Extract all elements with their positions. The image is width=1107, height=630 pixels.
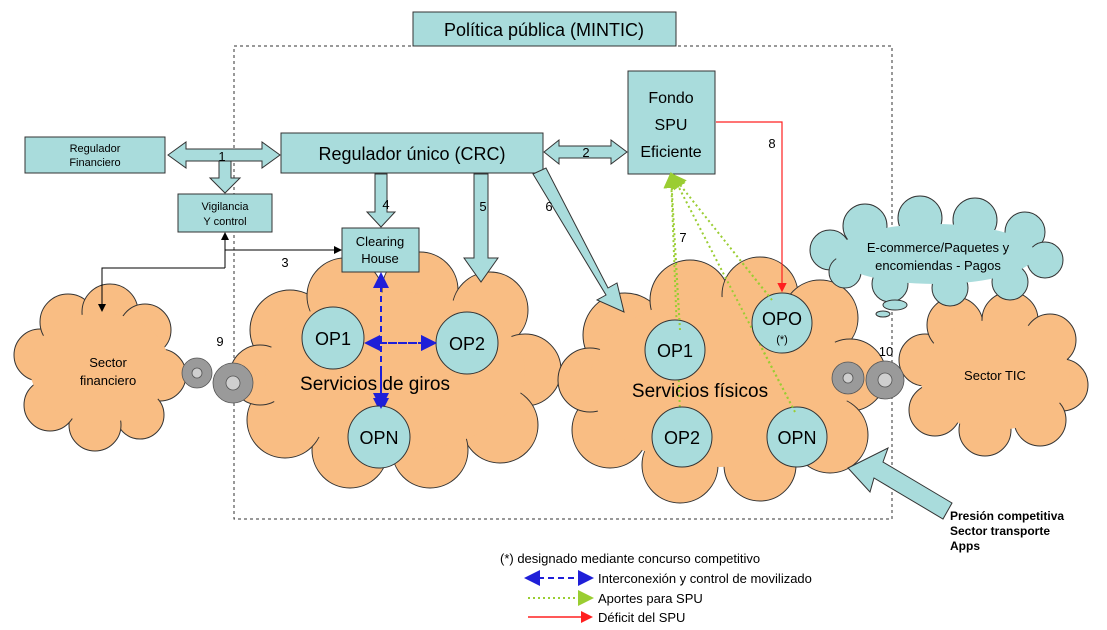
edge-number-10: 10 — [879, 344, 893, 359]
legend-label-interconexion: Interconexión y control de movilizado — [598, 571, 812, 586]
arrow-1-down — [208, 160, 242, 194]
clearing-label-2: House — [361, 251, 399, 266]
vigilancia-label-1: Vigilancia — [202, 201, 250, 213]
edge-number-9: 9 — [216, 334, 223, 349]
fisicos-opo-label: OPO — [762, 309, 802, 329]
vigilancia-label-2: Y control — [203, 216, 246, 228]
edge-number-2: 2 — [582, 145, 589, 160]
arrow-2 — [543, 138, 628, 166]
giros-op1-circle — [301, 306, 365, 370]
fisicos-opo-circle — [751, 292, 813, 354]
giros-label: Servicios de giros — [300, 374, 450, 395]
sector-tic-label: Sector TIC — [964, 368, 1026, 383]
regulador-financiero-label-1: Regulador — [70, 143, 121, 155]
sector-financiero-label-1: Sector — [89, 355, 127, 370]
legend-label-deficit: Déficit del SPU — [598, 610, 685, 625]
deficit-line — [716, 121, 787, 293]
aporte-op2 — [663, 172, 681, 413]
sector-financiero-label-2: financiero — [80, 373, 136, 388]
fondo-label-3: Eficiente — [640, 144, 701, 161]
fondo-label-2: SPU — [655, 117, 688, 134]
giros-opn-label: OPN — [359, 428, 398, 448]
ecommerce-label-2: encomiendas - Pagos — [875, 258, 1001, 273]
fisicos-op1-circle — [644, 319, 706, 381]
giros-op2-label: OP2 — [449, 334, 485, 354]
policy-title: Política pública (MINTIC) — [444, 20, 644, 40]
edge-number-7: 7 — [679, 230, 686, 245]
regulador-financiero-box — [24, 136, 166, 174]
arrow-4 — [365, 173, 397, 228]
pressure-label-2: Sector transporte — [950, 524, 1050, 538]
edge-number-8: 8 — [768, 136, 775, 151]
gear-icon — [831, 360, 905, 400]
policy-title-box — [412, 11, 677, 47]
edge-number-6: 6 — [545, 199, 552, 214]
arrow-6 — [532, 167, 625, 313]
fisicos-label: Servicios físicos — [632, 381, 768, 402]
clearing-box — [341, 227, 420, 273]
edge-number-3: 3 — [281, 255, 288, 270]
regulador-unico-box — [280, 132, 544, 174]
regulador-unico-label: Regulador único (CRC) — [318, 144, 505, 164]
fisicos-op2-label: OP2 — [664, 428, 700, 448]
cloud-sector-financiero — [13, 283, 187, 452]
legend-label-aportes: Aportes para SPU — [598, 591, 703, 606]
connector-vig-financiero — [98, 267, 225, 312]
edge-number-1: 1 — [218, 149, 225, 164]
clearing-label-1: Clearing — [356, 234, 404, 249]
fondo-box — [627, 70, 716, 175]
regulador-financiero-label-2: Financiero — [69, 157, 120, 169]
legend-note: (*) designado mediante concurso competit… — [500, 551, 760, 566]
pressure-arrow — [847, 446, 953, 520]
giros-op1-label: OP1 — [315, 329, 351, 349]
fisicos-opn-circle — [766, 406, 828, 468]
fondo-label-1: Fondo — [648, 90, 693, 107]
fisicos-op1-label: OP1 — [657, 341, 693, 361]
fisicos-opo-note: (*) — [776, 334, 788, 346]
aporte-opn — [671, 172, 796, 413]
ecommerce-label-1: E-commerce/Paquetes y — [867, 240, 1010, 255]
fisicos-opn-label: OPN — [777, 428, 816, 448]
cloud-ecommerce — [809, 195, 1064, 318]
edge-number-5: 5 — [479, 199, 486, 214]
pressure-label-1: Presión competitiva — [950, 509, 1064, 523]
arrow-1 — [167, 141, 281, 169]
vigilancia-box — [177, 193, 273, 233]
cloud-sector-tic — [898, 291, 1089, 457]
edge-number-4: 4 — [382, 197, 389, 212]
fisicos-op2-circle — [651, 406, 713, 468]
arrow-5 — [463, 173, 499, 283]
pressure-label-3: Apps — [950, 539, 980, 553]
gear-icon — [181, 357, 254, 404]
